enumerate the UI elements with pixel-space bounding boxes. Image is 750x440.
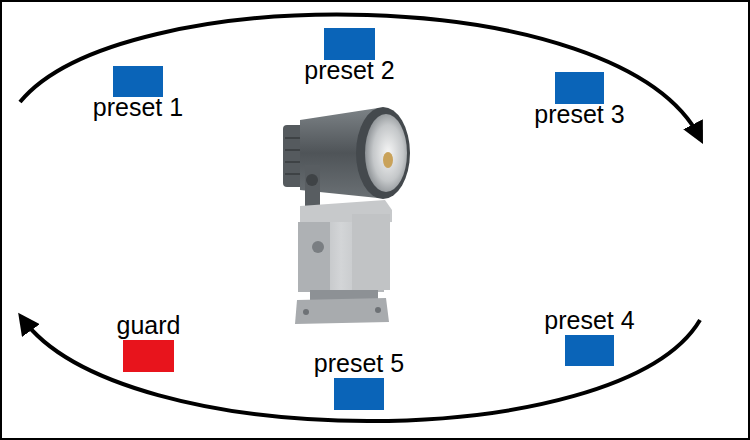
marker-label: preset 4	[544, 307, 634, 335]
marker-label: preset 5	[314, 350, 404, 378]
yoke-pivot	[306, 174, 318, 186]
preset-marker: guard	[123, 340, 174, 372]
pan-tilt-side	[298, 222, 330, 292]
preset-marker: preset 5	[334, 378, 384, 410]
lamp-reflector	[365, 114, 407, 192]
preset-marker: preset 1	[113, 66, 163, 97]
lamp-rim	[356, 107, 410, 199]
lamp-bulb	[383, 152, 393, 168]
base-bolt	[375, 307, 381, 313]
marker-label: preset 3	[534, 101, 624, 129]
preset-marker: preset 3	[555, 72, 604, 104]
marker-label: preset 1	[93, 94, 183, 122]
pan-tilt-front	[352, 214, 390, 290]
pan-tilt-base	[295, 298, 389, 324]
marker-label: preset 2	[304, 57, 394, 85]
searchlight-illustration	[283, 107, 410, 324]
base-bolt	[303, 309, 309, 315]
pan-tilt-port	[312, 241, 324, 253]
preset-marker: preset 2	[324, 28, 375, 60]
preset-marker: preset 4	[565, 335, 614, 366]
marker-label: guard	[117, 312, 181, 340]
